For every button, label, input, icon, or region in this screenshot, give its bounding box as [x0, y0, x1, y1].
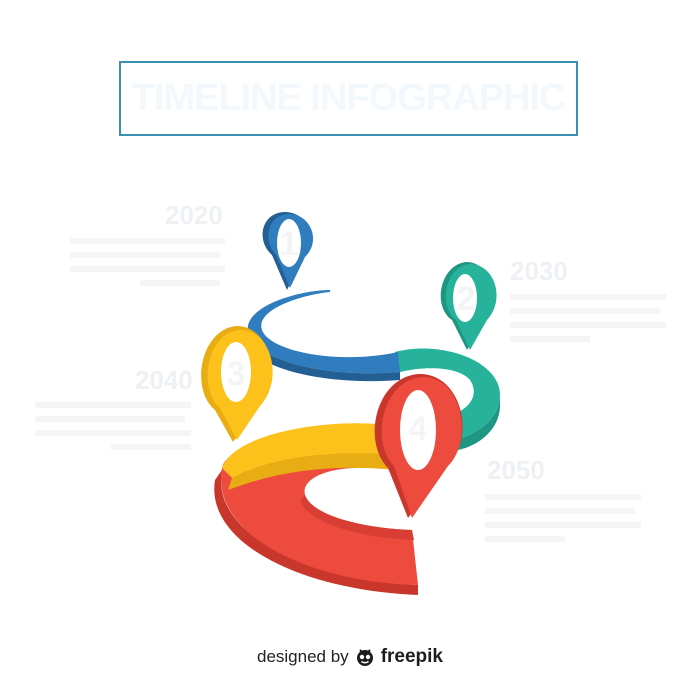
- step-1-description-block: [70, 236, 225, 290]
- step-3-description-block: [35, 400, 195, 456]
- step-3-year: 2040: [135, 365, 193, 395]
- credit-footer: designed by freepik: [0, 646, 700, 668]
- step-4-description-block: [485, 492, 645, 548]
- step-2-description-block: [510, 292, 670, 348]
- pin-3-number: 3: [226, 355, 246, 393]
- credit-brand: freepik: [380, 646, 443, 667]
- step-4-year: 2050: [487, 455, 545, 485]
- pin-2-number: 2: [456, 280, 476, 318]
- step-1-year: 2020: [165, 200, 223, 230]
- pin-3: [201, 325, 273, 442]
- ring-segment-base: [214, 423, 418, 595]
- step-2-year: 2030: [510, 256, 568, 286]
- path-segment-2: [395, 348, 500, 440]
- pin-1-number: 1: [279, 225, 299, 263]
- step-3-text-lines: [35, 402, 191, 450]
- credit-prefix: designed by: [257, 647, 349, 666]
- infographic-title: TIMELINE INFOGRAPHIC: [131, 77, 567, 119]
- freepik-logo-icon: [356, 649, 373, 666]
- pin-2: [440, 262, 497, 350]
- step-1-text-lines: [70, 238, 225, 286]
- pin-1: [262, 212, 314, 290]
- step-4-text-lines: [485, 494, 641, 542]
- path-segment-1: [247, 290, 400, 374]
- ribbon-segment-blue: [246, 290, 400, 382]
- pin-4-number: 4: [408, 410, 428, 448]
- step-2-text-lines: [510, 294, 666, 342]
- title-frame: TIMELINE INFOGRAPHIC: [119, 61, 578, 136]
- path-segment-3: [222, 423, 392, 478]
- pin-4: [374, 373, 463, 518]
